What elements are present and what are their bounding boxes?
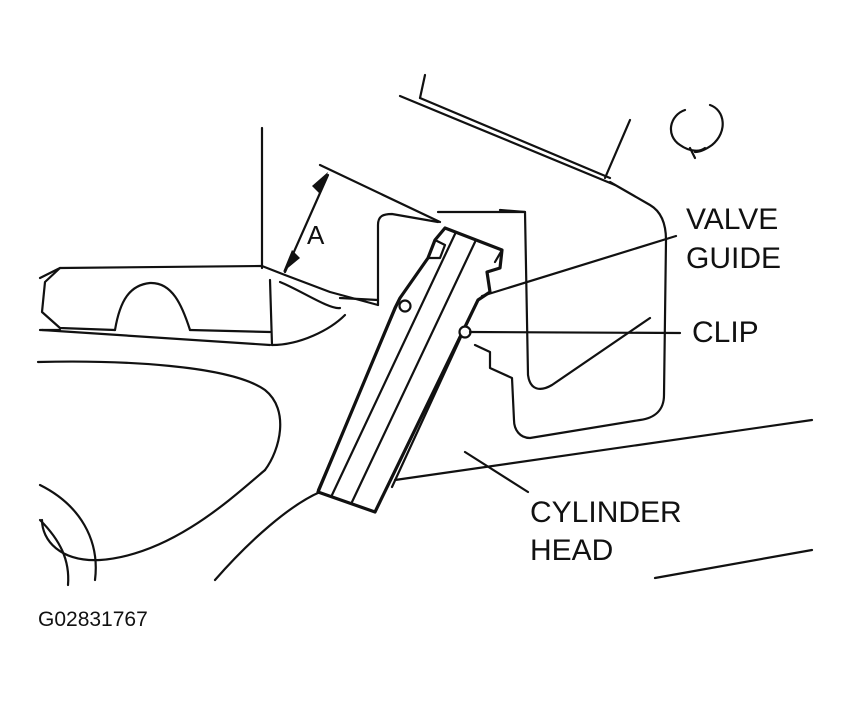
upper-housing (398, 73, 724, 440)
guide-bore-top (338, 210, 527, 307)
dimension-arrow-top (312, 172, 328, 194)
dimension-label: A (307, 220, 325, 250)
leader-lines (463, 234, 682, 494)
valve-guide (316, 226, 504, 514)
dimension-arrow-bottom (283, 250, 300, 272)
clip-leader (468, 330, 682, 335)
cylinder-head-leader (463, 450, 530, 494)
cylinder-head-casting (36, 126, 814, 587)
clip-upper (398, 299, 412, 313)
callout-labels: VALVE GUIDE CLIP CYLINDER HEAD G02831767 (38, 203, 781, 631)
valve-guide-label-line2: GUIDE (686, 242, 781, 275)
clip-lower (458, 325, 472, 339)
clip-label: CLIP (692, 316, 759, 349)
clip-markers (398, 299, 472, 339)
dimension-a: A (283, 163, 442, 274)
cylinder-head-label-line1: CYLINDER (530, 496, 682, 529)
valve-guide-label-line1: VALVE (686, 203, 778, 236)
figure-id: G02831767 (38, 608, 148, 631)
cylinder-head-label-line2: HEAD (530, 534, 613, 567)
valve-guide-leader (480, 234, 678, 298)
